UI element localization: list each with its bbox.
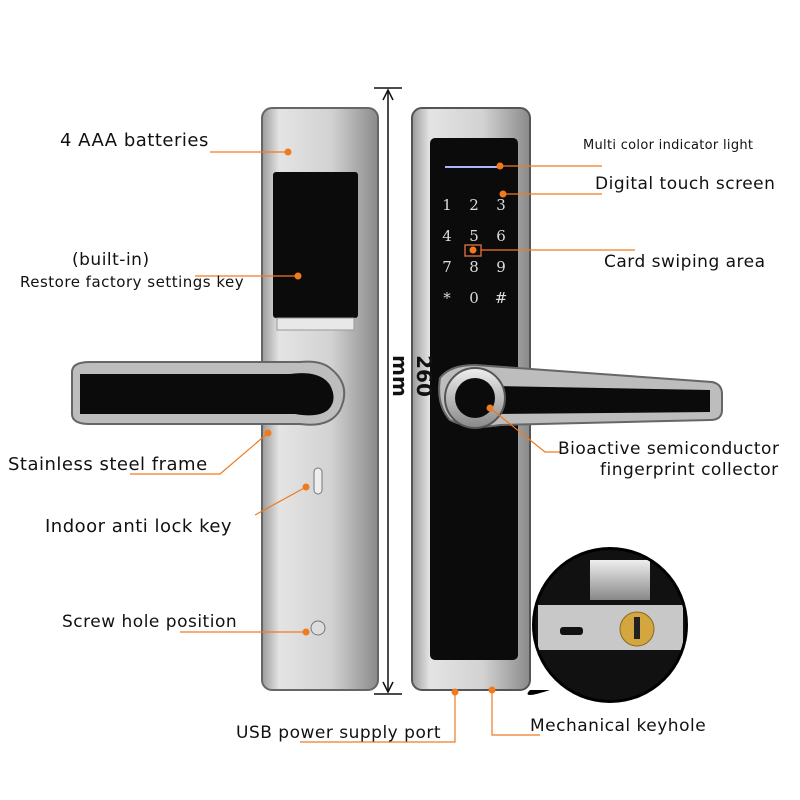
anti-lock-key [313, 467, 323, 495]
keypad-key[interactable]: 2 [469, 196, 479, 214]
keypad-key[interactable]: 6 [496, 227, 506, 245]
label-built-in: (built-in) [72, 250, 150, 270]
label-restore-key: Restore factory settings key [20, 273, 245, 291]
label-touch-screen: Digital touch screen [595, 174, 776, 194]
dimension-label: 260 mm [388, 355, 436, 397]
label-fingerprint-1: Bioactive semiconductor [558, 439, 780, 459]
label-fingerprint-2: fingerprint collector [600, 460, 779, 480]
label-indicator: Multi color indicator light [583, 138, 754, 153]
label-keyhole: Mechanical keyhole [530, 716, 707, 736]
fingerprint-sensor [455, 378, 495, 418]
keypad-key[interactable]: 4 [442, 227, 452, 245]
label-batteries: 4 AAA batteries [60, 130, 209, 151]
label-steel-frame: Stainless steel frame [8, 454, 208, 475]
keypad-key[interactable]: 3 [496, 196, 506, 214]
screw-hole [310, 620, 326, 636]
keypad-key[interactable]: 8 [469, 258, 479, 276]
label-anti-lock: Indoor anti lock key [45, 516, 233, 537]
label-screw-hole: Screw hole position [62, 612, 238, 632]
callout-dots [264, 148, 507, 696]
label-card-area: Card swiping area [604, 252, 766, 272]
callout-lines [130, 151, 635, 743]
keypad-key[interactable]: * [443, 289, 451, 307]
keypad-key[interactable]: 0 [469, 289, 479, 307]
usb-c-port [560, 627, 583, 635]
keypad-key[interactable]: # [495, 289, 508, 307]
keypad-key[interactable]: 7 [442, 258, 452, 276]
keypad-key[interactable]: 9 [496, 258, 506, 276]
indoor-panel [71, 107, 379, 691]
keyhole-inset [527, 547, 688, 703]
keypad-key[interactable]: 5 [469, 227, 479, 245]
keypad-key[interactable]: 1 [442, 196, 452, 214]
dimension-line [374, 87, 402, 695]
battery-cover [273, 172, 358, 318]
label-usb-port: USB power supply port [236, 723, 441, 743]
